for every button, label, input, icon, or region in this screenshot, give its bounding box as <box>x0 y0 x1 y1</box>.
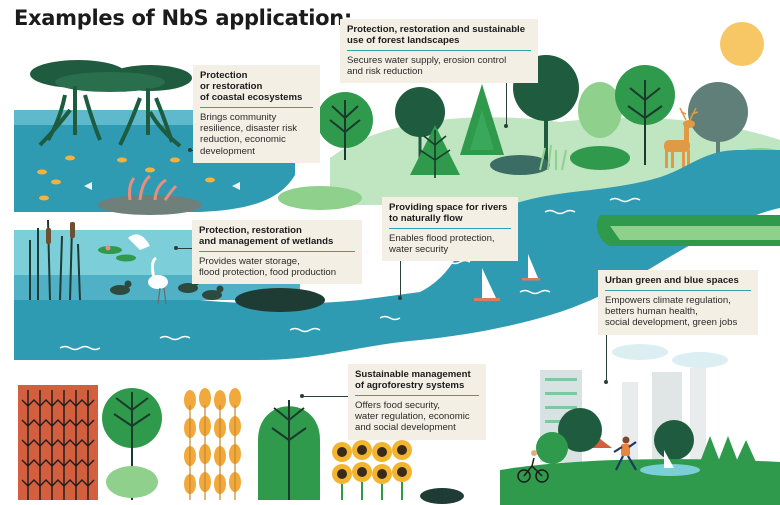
leader-agro <box>302 396 348 397</box>
card-coastal-title: Protection or restoration of coastal eco… <box>200 70 313 108</box>
card-rivers: Providing space for rivers to naturally … <box>382 197 518 262</box>
card-agro-title: Sustainable management of agroforestry s… <box>355 369 479 396</box>
wheat-icon <box>18 385 241 500</box>
runner-icon <box>613 436 637 471</box>
card-forest: Protection, restoration and sustainable … <box>340 19 538 84</box>
leader-wetlands <box>178 248 192 249</box>
river <box>14 150 780 360</box>
leader-dot <box>300 394 304 398</box>
reed-icon <box>29 219 81 301</box>
card-wetlands-body: Provides water storage, flood protection… <box>199 256 337 279</box>
sunflower-icon <box>332 440 412 500</box>
card-urban: Urban green and blue spaces Empowers cli… <box>598 270 758 335</box>
leader-dot <box>504 124 508 128</box>
fish-icon <box>37 155 215 201</box>
cyclist-icon <box>517 450 549 483</box>
coral-icon <box>98 174 202 215</box>
leader-dot <box>188 148 192 152</box>
card-wetlands: Protection, restoration and management o… <box>192 220 362 285</box>
mangrove-tree-icon <box>30 60 192 148</box>
round-tree-icon <box>317 87 445 160</box>
card-rivers-title: Providing space for rivers to naturally … <box>389 202 511 229</box>
leader-dot <box>174 246 178 250</box>
deer-icon <box>664 107 699 168</box>
card-wetlands-title: Protection, restoration and management o… <box>199 225 355 252</box>
leader-forest <box>506 82 507 126</box>
leader-dot <box>604 380 608 384</box>
card-coastal: Protection or restoration of coastal eco… <box>193 65 320 163</box>
card-coastal-body: Brings community resilience, disaster ri… <box>200 112 298 157</box>
card-forest-title: Protection, restoration and sustainable … <box>347 24 531 51</box>
card-agro: Sustainable management of agroforestry s… <box>348 364 486 440</box>
card-rivers-body: Enables flood protection, water security <box>389 233 495 256</box>
sun-icon <box>720 22 764 66</box>
small-hill <box>278 186 362 210</box>
card-forest-body: Secures water supply, erosion control an… <box>347 55 507 78</box>
card-agro-body: Offers food security, water regulation, … <box>355 400 470 434</box>
heron-icon <box>128 234 168 305</box>
page-title: Examples of NbS application: <box>14 6 353 30</box>
leader-urban <box>606 332 607 382</box>
card-urban-body: Empowers climate regulation, betters hum… <box>605 295 738 329</box>
sailboat-icon <box>474 254 540 301</box>
pine-tree-icon <box>410 84 504 178</box>
leader-rivers <box>400 260 401 298</box>
leader-dot <box>398 296 402 300</box>
card-urban-title: Urban green and blue spaces <box>605 275 751 291</box>
